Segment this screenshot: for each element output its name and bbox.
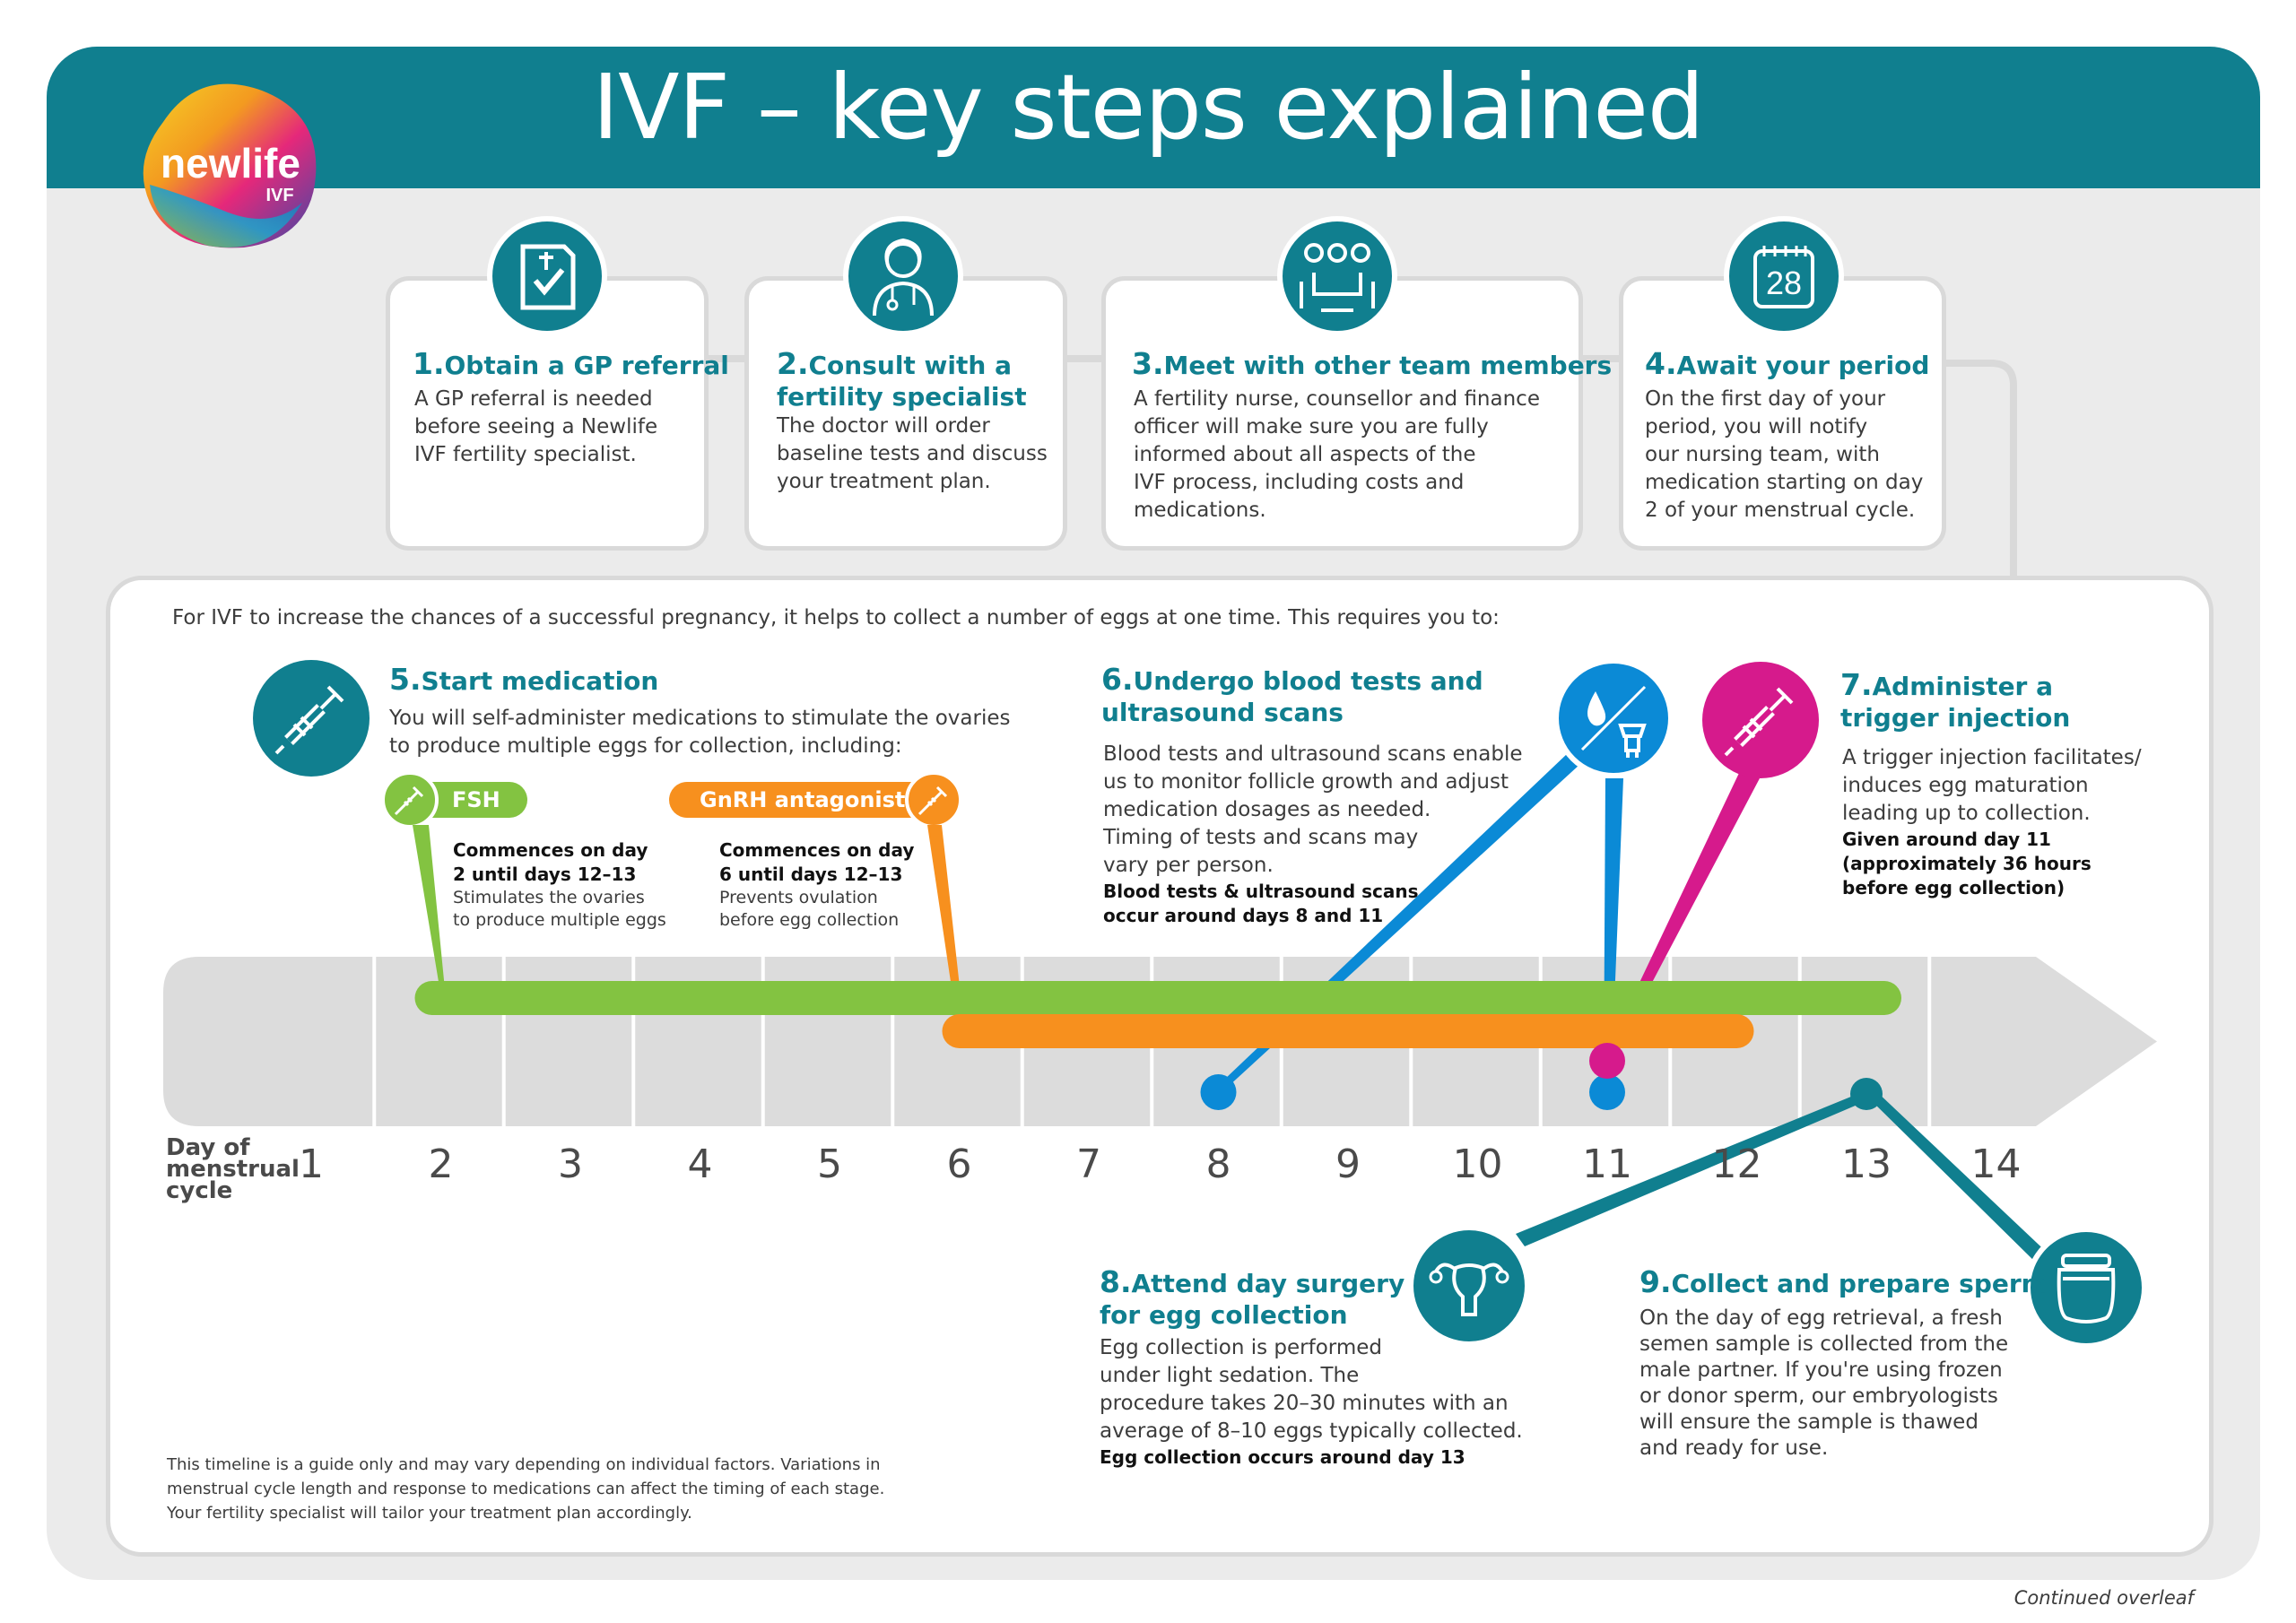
header-bar <box>47 47 2260 188</box>
gnrh-syringe-icon <box>905 771 962 829</box>
day-label: 5 <box>817 1141 842 1187</box>
blood-test-marker-day-8 <box>1200 1074 1237 1110</box>
newlife-logo: newlife IVF <box>143 83 317 248</box>
step-5-heading: 5.Start medication <box>389 662 659 697</box>
calendar-day: 28 <box>1766 265 1802 301</box>
day-label: 8 <box>1205 1141 1231 1187</box>
step-4-heading: 4.Await your period <box>1645 346 1930 381</box>
step-7-text: A trigger injection facilitates/induces … <box>1842 746 2142 898</box>
trigger-syringe-icon <box>1702 662 1819 778</box>
team-meeting-icon <box>1277 216 1397 336</box>
uterus-icon <box>1408 1225 1530 1347</box>
day-label: 12 <box>1711 1141 1762 1187</box>
sample-jar-icon <box>2025 1227 2147 1349</box>
day-label: 10 <box>1452 1141 1503 1187</box>
timeline-bars <box>414 981 1901 1048</box>
sperm-pointer <box>1866 1090 2054 1268</box>
calendar-icon: 28 <box>1724 216 1844 336</box>
day-label: 4 <box>687 1141 713 1187</box>
doctor-icon <box>843 216 963 336</box>
blood-test-marker-day-11 <box>1589 1074 1625 1110</box>
clipboard-check-icon <box>487 216 607 336</box>
timeline-markers <box>1200 1043 1883 1110</box>
page-title: IVF – key steps explained <box>592 55 1705 160</box>
day-label: 7 <box>1076 1141 1101 1187</box>
day-label: 9 <box>1335 1141 1361 1187</box>
intro-text: For IVF to increase the chances of a suc… <box>172 606 1500 629</box>
fsh-syringe-icon <box>381 771 439 829</box>
egg-collection-marker-day-13 <box>1850 1078 1883 1110</box>
step-3-text: A fertility nurse, counsellor and financ… <box>1134 387 1540 522</box>
continued-overleaf: Continued overleaf <box>2013 1587 2194 1609</box>
step-3-heading: 3.Meet with other team members <box>1132 346 1613 381</box>
blood-test-ultrasound-icon <box>1553 658 1674 778</box>
day-label: 1 <box>299 1141 324 1187</box>
fsh-pointer <box>413 825 445 985</box>
gnrh-label: GnRH antagonist <box>669 782 935 818</box>
disclaimer: This timeline is a guide only and may va… <box>167 1455 885 1523</box>
gnrh-pointer <box>927 825 963 1015</box>
step-5-text: You will self-administer medications to … <box>389 707 1011 758</box>
day-label: 14 <box>1970 1141 2022 1187</box>
day-label: 13 <box>1841 1141 1892 1187</box>
egg-collection-pointer <box>1516 1090 1870 1246</box>
day-label: 11 <box>1582 1141 1632 1187</box>
day-label: 2 <box>428 1141 454 1187</box>
day-label: 6 <box>946 1141 972 1187</box>
logo-sub: IVF <box>265 186 293 205</box>
step-9-heading: 9.Collect and prepare sperm <box>1639 1264 2048 1299</box>
step-1-heading: 1.Obtain a GP referral <box>413 346 729 381</box>
trigger-marker-day-11 <box>1589 1043 1625 1079</box>
syringe-icon <box>253 660 370 777</box>
day-label: 3 <box>558 1141 583 1187</box>
logo-wordmark: newlife <box>161 140 300 187</box>
